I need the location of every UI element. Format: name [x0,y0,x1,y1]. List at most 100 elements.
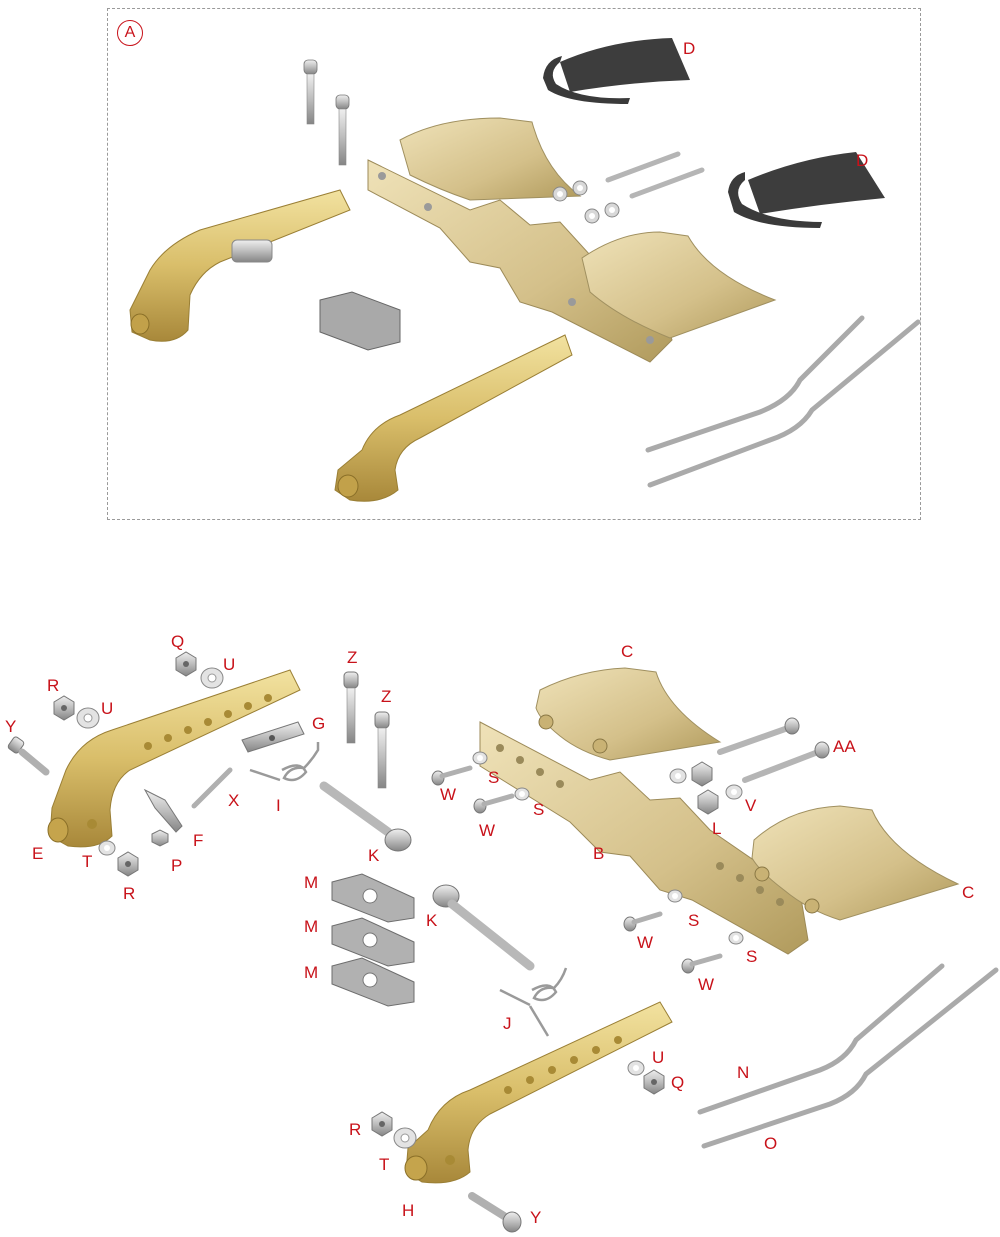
hanger-h [404,1001,673,1184]
footrest-rail-b [479,721,809,955]
label-t-lower: T [379,1155,390,1174]
label-h: H [402,1201,415,1220]
kit-spacer-block [319,291,401,351]
bolt-z-2 [374,711,390,789]
label-w-3: W [637,933,654,952]
nut-r-lower [371,1111,393,1137]
nut-l-group [691,761,719,815]
screw-w-2 [473,793,515,814]
lever-f [143,788,183,833]
kit-footplate-2 [581,231,777,339]
pin-x [191,767,233,809]
kit-long-bolts [605,151,705,199]
label-m-2: M [304,917,319,936]
hanger-e [47,669,301,848]
bolt-y-lower [468,1192,522,1233]
label-r-bottom: R [123,884,136,903]
label-b: B [593,844,605,863]
label-p: P [171,856,183,875]
label-y-lower: Y [530,1208,542,1227]
nut-p [151,829,169,847]
block-g [241,721,305,753]
label-s-1: S [488,768,500,787]
label-w-2: W [479,821,496,840]
screw-w-1 [431,765,473,786]
washer-u-bottom [627,1060,645,1076]
label-c-right: C [962,883,975,902]
label-f: F [193,831,204,850]
pin-k2 [432,884,535,971]
screw-w-4 [681,953,723,974]
label-s-3: S [688,911,700,930]
bolt-y-left [7,736,50,776]
label-z-1: Z [347,648,358,667]
label-u-mid: U [101,699,114,718]
label-d-kit-1: D [683,39,696,58]
label-n: N [737,1063,750,1082]
spacer-m-2 [331,917,415,967]
label-u-top: U [223,655,236,674]
label-s-2: S [533,800,545,819]
label-q-top: Q [171,632,185,651]
nut-r-bottom [117,851,139,877]
rod-o [701,967,999,1149]
kit-pad-2 [728,152,885,228]
label-s-4: S [746,947,758,966]
label-r-lower: R [349,1120,362,1139]
spring-i [249,742,320,782]
label-d-kit-2: D [856,151,869,170]
label-w-1: W [440,785,457,804]
label-m-3: M [304,963,319,982]
label-aa: AA [833,737,856,756]
kit-bolt-1 [303,59,318,125]
washer-t-lower [393,1127,417,1149]
label-y-left: Y [5,717,17,736]
kit-hanger-left [129,189,351,342]
spacer-m-3 [331,957,415,1007]
rod-n [697,963,945,1115]
washer-u-top [200,667,224,689]
kit-hanger-right [334,334,573,502]
kit-a-frame [107,8,921,520]
pin-k [319,781,412,852]
kit-bolt-2 [335,94,350,166]
kit-a-badge: A [117,20,143,46]
bolt-z-1 [343,671,359,744]
screw-w-3 [623,911,663,932]
bolt-aa-1 [717,717,800,755]
spacer-m-1 [331,873,415,923]
label-w-4: W [698,975,715,994]
nut-q-bottom [643,1069,665,1095]
label-x: X [228,791,240,810]
label-j: J [503,1014,512,1033]
washer-v-group [669,768,743,800]
label-z-2: Z [381,687,392,706]
label-c-top: C [621,642,634,661]
label-u-bottom: U [652,1048,665,1067]
washer-t-left [98,840,116,856]
footplate-c-right [751,805,960,921]
washer-s-1 [472,751,488,765]
bolt-aa-2 [742,741,830,783]
washer-s-2 [514,787,530,801]
label-v: V [745,796,757,815]
label-r-top: R [47,676,60,695]
washer-s-3 [667,889,683,903]
washer-s-4 [728,931,744,945]
nut-r-top [53,695,75,721]
footplate-c-top [535,667,722,761]
spring-j [499,967,568,1037]
kit-pad-1 [543,38,690,104]
nut-q-top [175,651,197,677]
kit-washers [552,180,620,224]
label-g: G [312,714,326,733]
label-k-pin: K [368,846,380,865]
label-m-1: M [304,873,319,892]
label-e: E [32,844,44,863]
label-i: I [276,796,281,815]
kit-rods [645,315,921,488]
label-t-left: T [82,852,93,871]
label-q-bottom: Q [671,1073,685,1092]
